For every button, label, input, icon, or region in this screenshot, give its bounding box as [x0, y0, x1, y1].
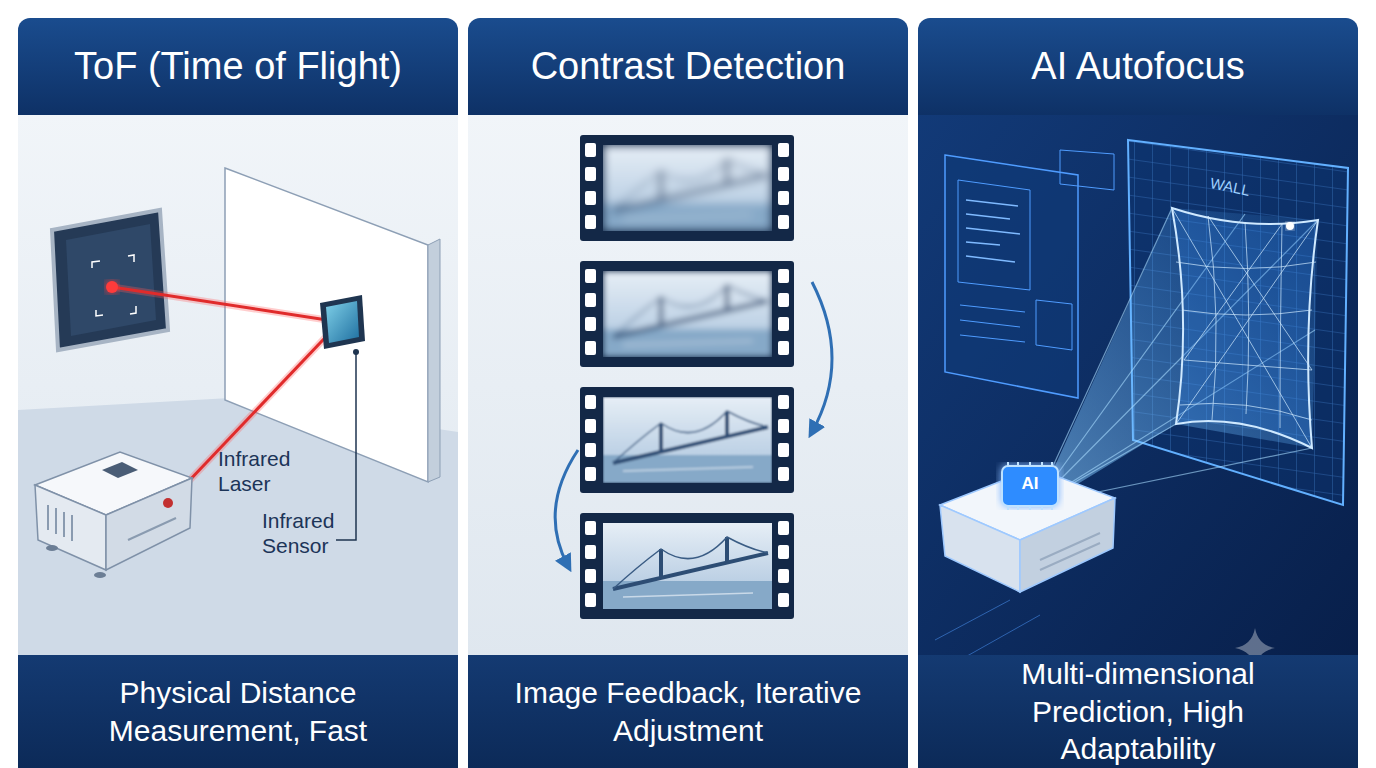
panel-footer: Image Feedback, Iterative Adjustment: [468, 655, 908, 768]
panel: AI AutofocusMulti-dimensional Prediction…: [918, 18, 1358, 768]
panel-title: ToF (Time of Flight): [62, 45, 414, 88]
panel-title: AI Autofocus: [1019, 45, 1256, 88]
panel: Contrast DetectionImage Feedback, Iterat…: [468, 18, 908, 768]
part-label: Infrared Sensor: [262, 508, 352, 558]
panel-header: ToF (Time of Flight): [18, 18, 458, 115]
part-label: AI: [1002, 474, 1058, 494]
panel-title: Contrast Detection: [519, 45, 858, 88]
panel-caption: Multi-dimensional Prediction, High Adapt…: [918, 655, 1358, 768]
panel-footer: Multi-dimensional Prediction, High Adapt…: [918, 655, 1358, 768]
panel-caption: Physical Distance Measurement, Fast: [18, 674, 458, 749]
part-label: Infrared Laser: [218, 446, 308, 496]
panel-header: Contrast Detection: [468, 18, 908, 115]
panel-header: AI Autofocus: [918, 18, 1358, 115]
panel-footer: Physical Distance Measurement, Fast: [18, 655, 458, 768]
panel-caption: Image Feedback, Iterative Adjustment: [468, 674, 908, 749]
panel: ToF (Time of Flight) Physical Distance Me…: [18, 18, 458, 768]
